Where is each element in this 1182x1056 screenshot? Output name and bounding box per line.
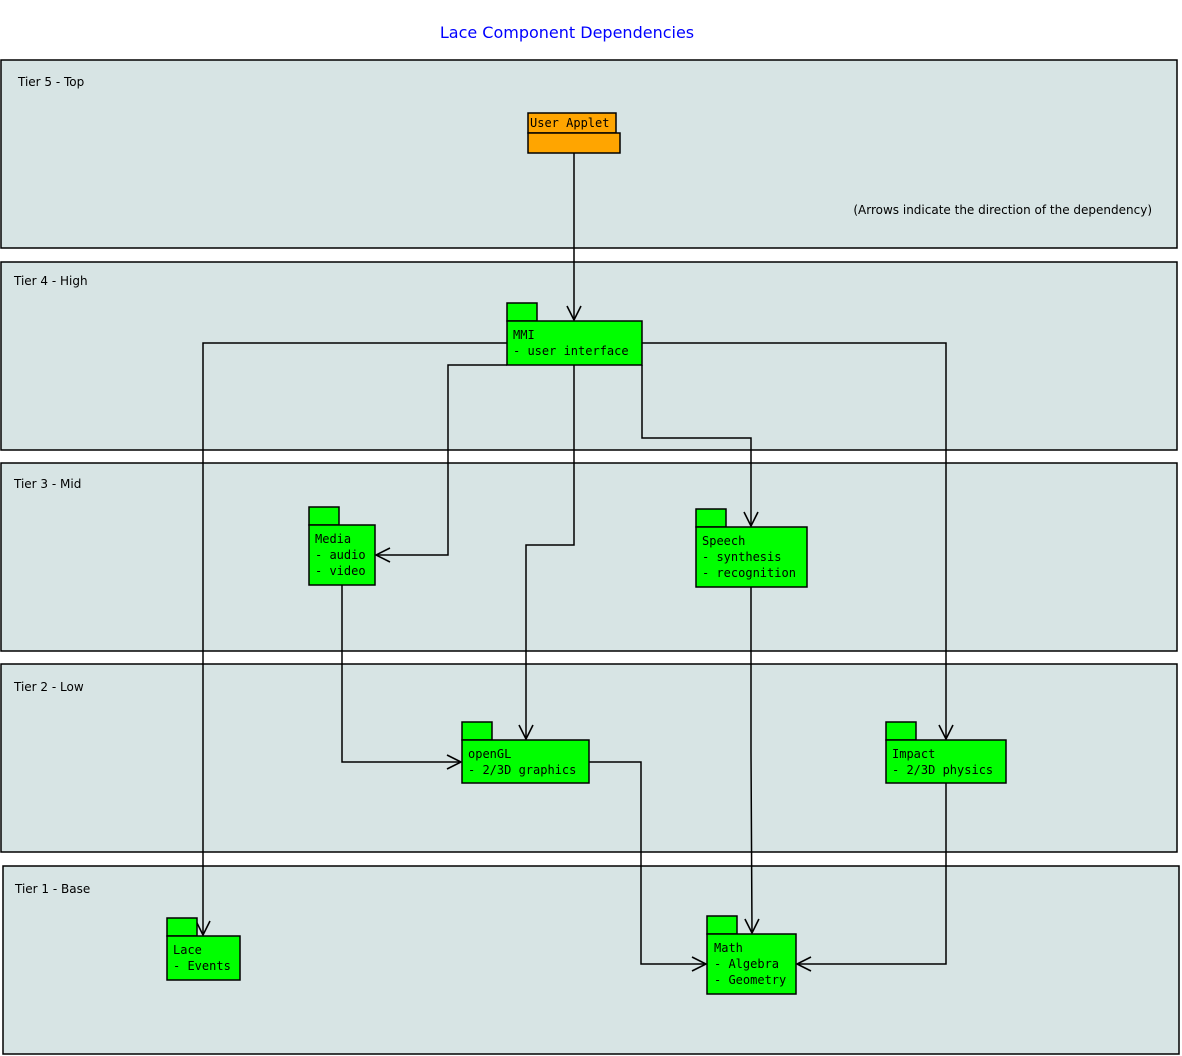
package-name: Math [714,941,743,955]
package-body [461,739,590,784]
package-body [308,524,376,586]
package-name: MMI [513,328,535,342]
package-tab [885,721,917,741]
package-body [506,320,643,366]
diagram-title: Lace Component Dependencies [440,23,694,42]
edge-speech-math [751,587,752,933]
package-desc: - audio [315,548,366,562]
package-name: User Applet [530,116,609,130]
package-body [695,526,808,588]
package-desc: - user interface [513,344,629,358]
package-mmi[interactable]: MMI - user interface [506,302,643,366]
package-math[interactable]: Math - Algebra - Geometry [706,915,797,995]
tier-1-label: Tier 1 - Base [14,882,90,896]
package-desc: - 2/3D graphics [468,763,576,777]
package-body [706,933,797,995]
package-desc: - 2/3D physics [892,763,993,777]
edge-opengl-math [589,761,706,964]
edge-impact-math [797,783,947,964]
tier-4-label: Tier 4 - High [13,274,88,288]
tier-5-lane [0,59,1178,249]
package-tab [461,721,493,741]
package-desc: - video [315,564,366,578]
package-impact[interactable]: Impact - 2/3D physics [885,721,1007,784]
package-name: Impact [892,747,935,761]
tier-5-label: Tier 5 - Top [17,75,84,89]
tier-3-lane [0,462,1178,652]
package-desc: - Events [173,959,231,973]
edge-mmi-speech [641,365,751,526]
package-opengl[interactable]: openGL - 2/3D graphics [461,721,590,784]
package-body [527,132,621,154]
package-user-applet[interactable]: User Applet [527,112,621,154]
package-tab [706,915,738,935]
arrow-note: (Arrows indicate the direction of the de… [853,203,1152,217]
package-desc: - Algebra [714,957,779,971]
edge-media-opengl [341,585,461,762]
package-lace[interactable]: Lace - Events [166,917,241,981]
tier-3-label: Tier 3 - Mid [13,477,81,491]
package-body [166,935,241,981]
package-name: openGL [468,747,511,761]
tier-2-label: Tier 2 - Low [13,680,84,694]
package-tab [695,508,727,528]
edge-mmi-lace [203,342,507,935]
package-speech[interactable]: Speech - synthesis - recognition [695,508,808,588]
package-media[interactable]: Media - audio - video [308,506,376,586]
package-desc: - Geometry [714,973,786,987]
edge-mmi-media [376,364,507,555]
package-tab [308,506,340,526]
edge-mmi-impact [642,342,946,739]
edge-mmi-opengl [526,365,575,739]
package-tab [506,302,538,322]
package-desc: - synthesis [702,550,781,564]
package-name: Lace [173,943,202,957]
package-tab [166,917,198,937]
package-name: Media [315,532,351,546]
package-desc: - recognition [702,566,796,580]
package-body [885,739,1007,784]
package-name: Speech [702,534,745,548]
